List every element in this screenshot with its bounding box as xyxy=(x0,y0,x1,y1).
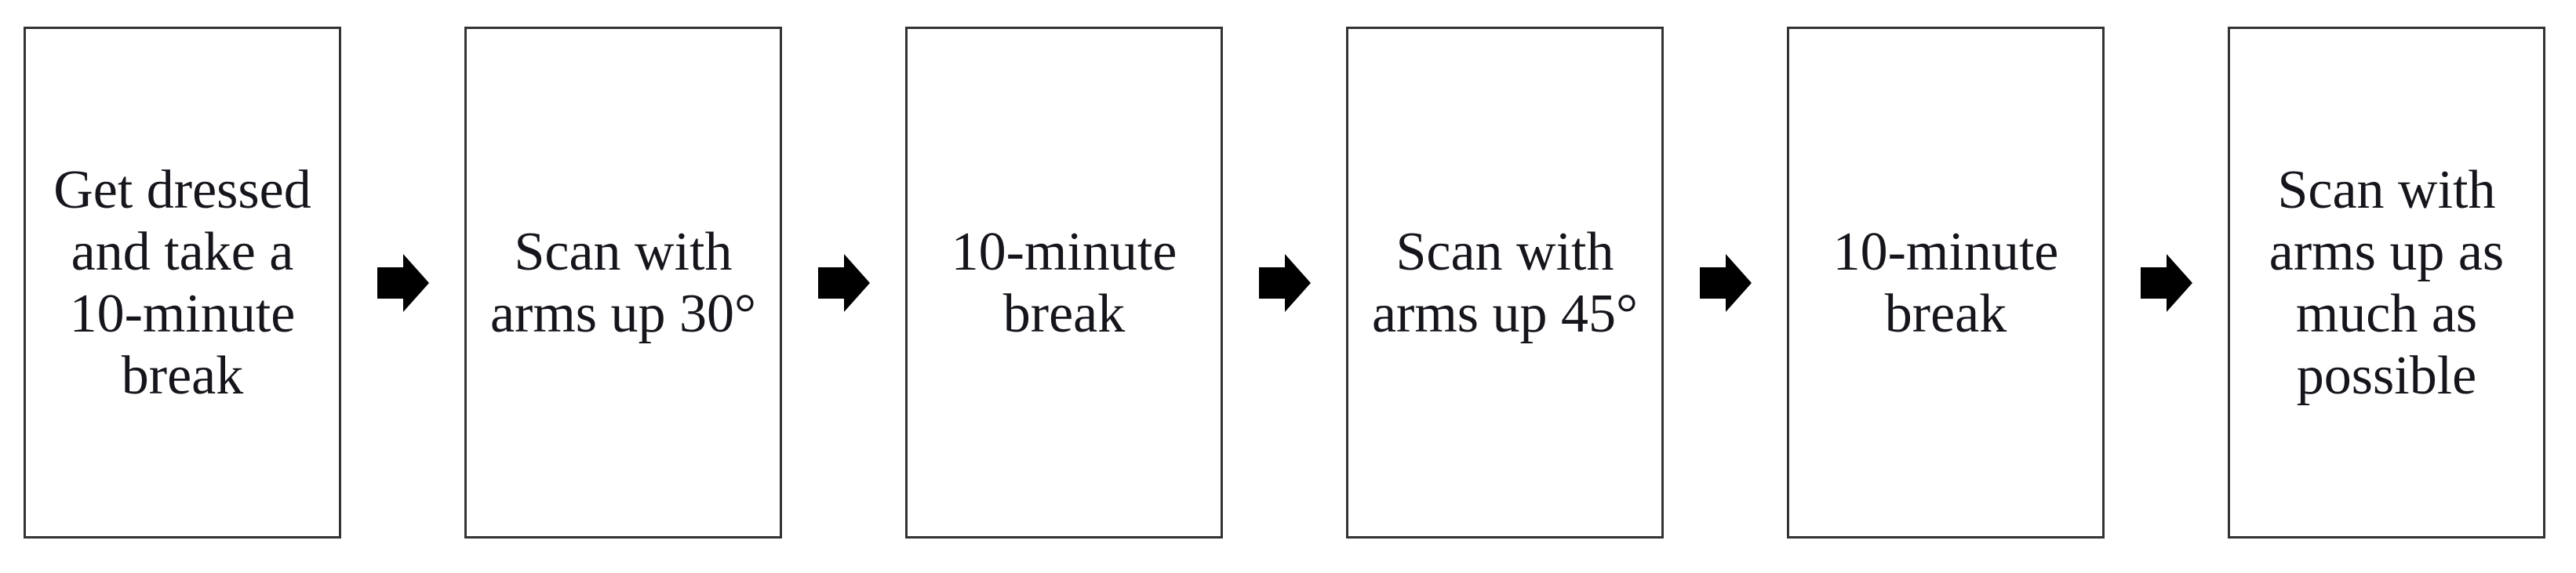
arrow-right-icon xyxy=(1699,253,1752,312)
arrow-right-icon xyxy=(1258,253,1311,312)
flow-connector-2 xyxy=(782,27,905,539)
flow-connector-5 xyxy=(2105,27,2228,539)
arrow-right-icon xyxy=(2140,253,2192,312)
arrow-right-icon xyxy=(377,253,429,312)
arrow-right-icon xyxy=(817,253,870,312)
flow-connector-1 xyxy=(341,27,464,539)
flow-connector-4 xyxy=(1664,27,1787,539)
flow-connector-3 xyxy=(1223,27,1346,539)
